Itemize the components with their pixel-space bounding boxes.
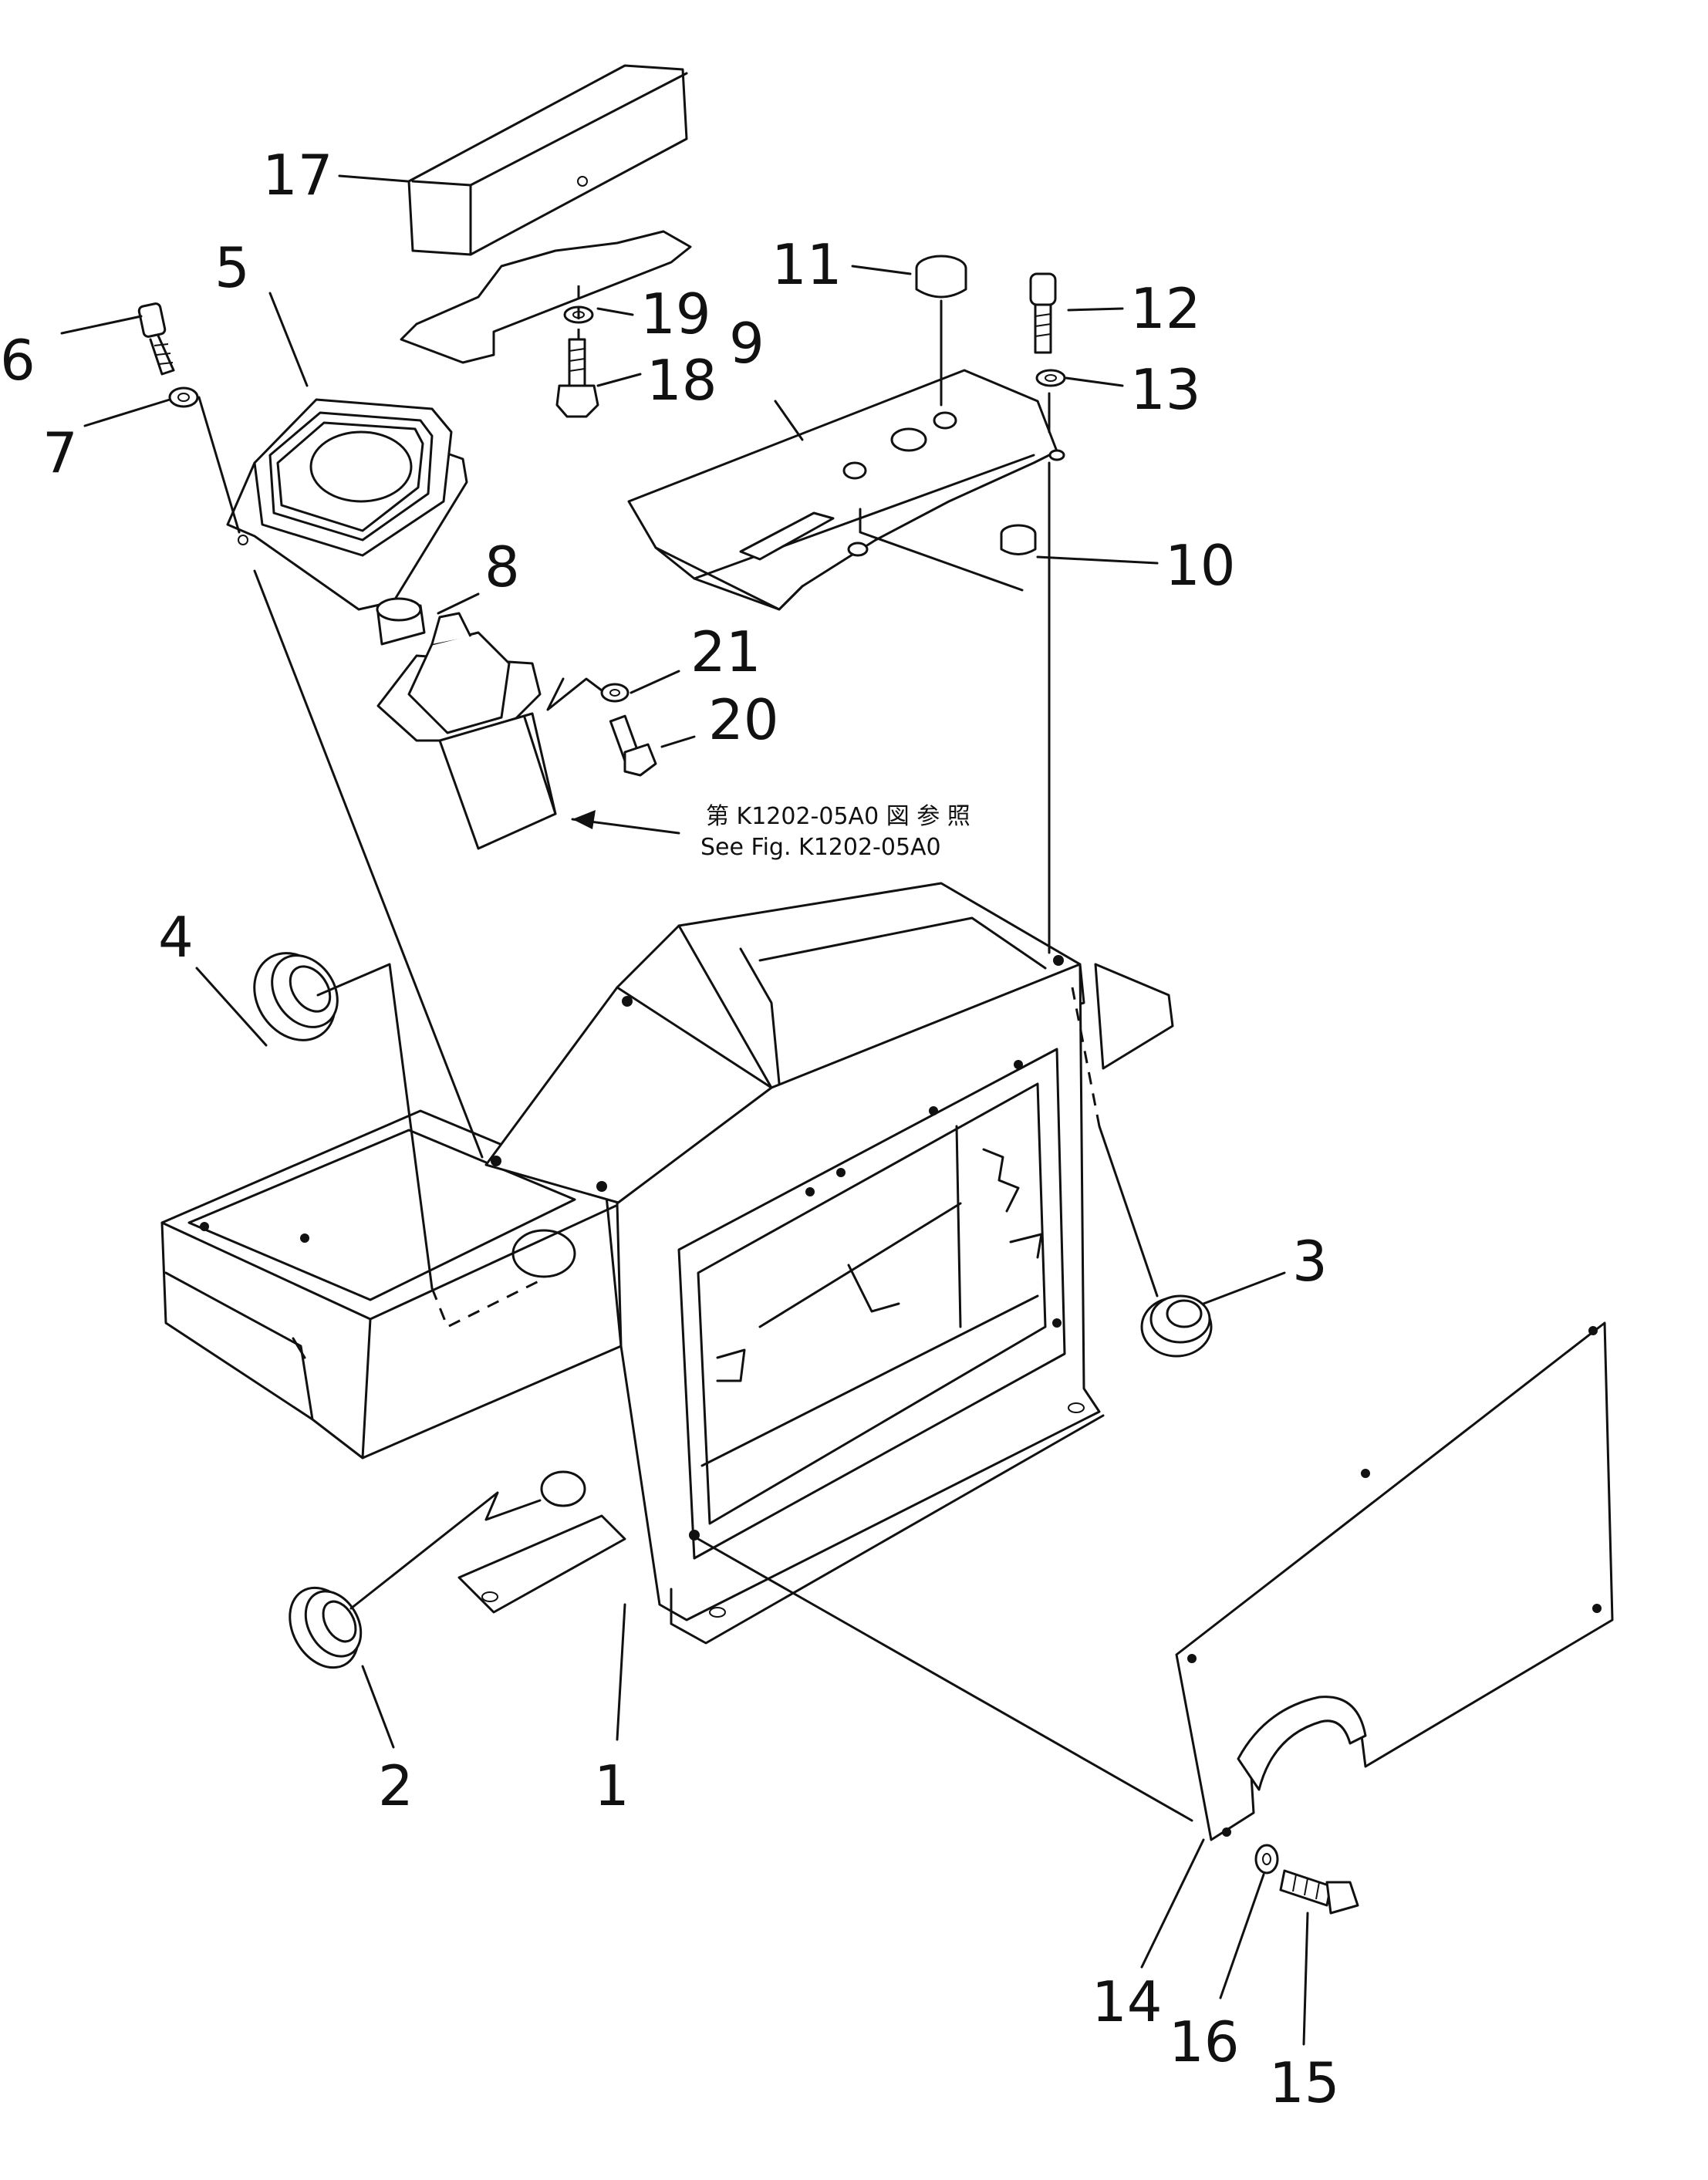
part-15-bolt bbox=[1279, 1869, 1359, 1915]
part-9-cover bbox=[627, 369, 1065, 611]
callouts: 17 5 6 7 19 18 9 11 12 13 10 8 21 20 第 K… bbox=[0, 143, 1340, 2115]
part-18-bolt bbox=[555, 338, 599, 418]
part-16-washer bbox=[1254, 1844, 1279, 1875]
part-8-collar bbox=[376, 597, 426, 646]
label-7: 7 bbox=[42, 420, 78, 485]
label-21: 21 bbox=[690, 619, 761, 684]
label-8: 8 bbox=[484, 535, 520, 599]
part-1-console bbox=[160, 882, 1174, 1645]
label-12: 12 bbox=[1130, 276, 1201, 341]
label-18: 18 bbox=[646, 348, 717, 413]
label-4: 4 bbox=[158, 905, 194, 970]
part-2-grommet bbox=[289, 1586, 363, 1669]
part-10-cap bbox=[1000, 524, 1037, 555]
assembly-lines bbox=[197, 285, 1193, 1822]
part-17-armrest bbox=[400, 64, 692, 364]
part-5-lever-boot bbox=[226, 398, 468, 611]
label-13: 13 bbox=[1130, 357, 1201, 422]
part-13-washer bbox=[1035, 369, 1066, 387]
label-10: 10 bbox=[1165, 533, 1236, 598]
label-9: 9 bbox=[729, 311, 765, 376]
label-5: 5 bbox=[214, 235, 250, 300]
part-11-cap bbox=[915, 255, 967, 299]
label-16: 16 bbox=[1169, 2010, 1240, 2074]
part-21-washer bbox=[600, 683, 630, 703]
part-3-grommet bbox=[1140, 1294, 1213, 1358]
label-1: 1 bbox=[594, 1753, 630, 1818]
label-2: 2 bbox=[378, 1753, 413, 1818]
ppc-valve bbox=[376, 612, 557, 850]
part-6-bolt bbox=[137, 302, 175, 376]
label-6: 6 bbox=[0, 328, 35, 393]
label-3: 3 bbox=[1292, 1229, 1328, 1294]
reference-jp: 第 K1202-05A0 図 参 照 bbox=[706, 803, 970, 830]
label-14: 14 bbox=[1092, 1969, 1163, 2034]
label-20: 20 bbox=[708, 687, 779, 752]
label-17: 17 bbox=[262, 143, 333, 208]
label-19: 19 bbox=[640, 282, 711, 346]
label-15: 15 bbox=[1269, 2050, 1340, 2115]
label-11: 11 bbox=[771, 232, 842, 297]
part-14-side-plate bbox=[1175, 1321, 1614, 1841]
part-4-grommet bbox=[253, 952, 339, 1041]
part-12-bolt bbox=[1029, 272, 1057, 354]
part-20-bolt bbox=[609, 714, 657, 777]
leader-lines bbox=[60, 174, 1309, 2046]
reference-en: See Fig. K1202-05A0 bbox=[700, 834, 941, 861]
part-7-washer bbox=[168, 386, 199, 408]
